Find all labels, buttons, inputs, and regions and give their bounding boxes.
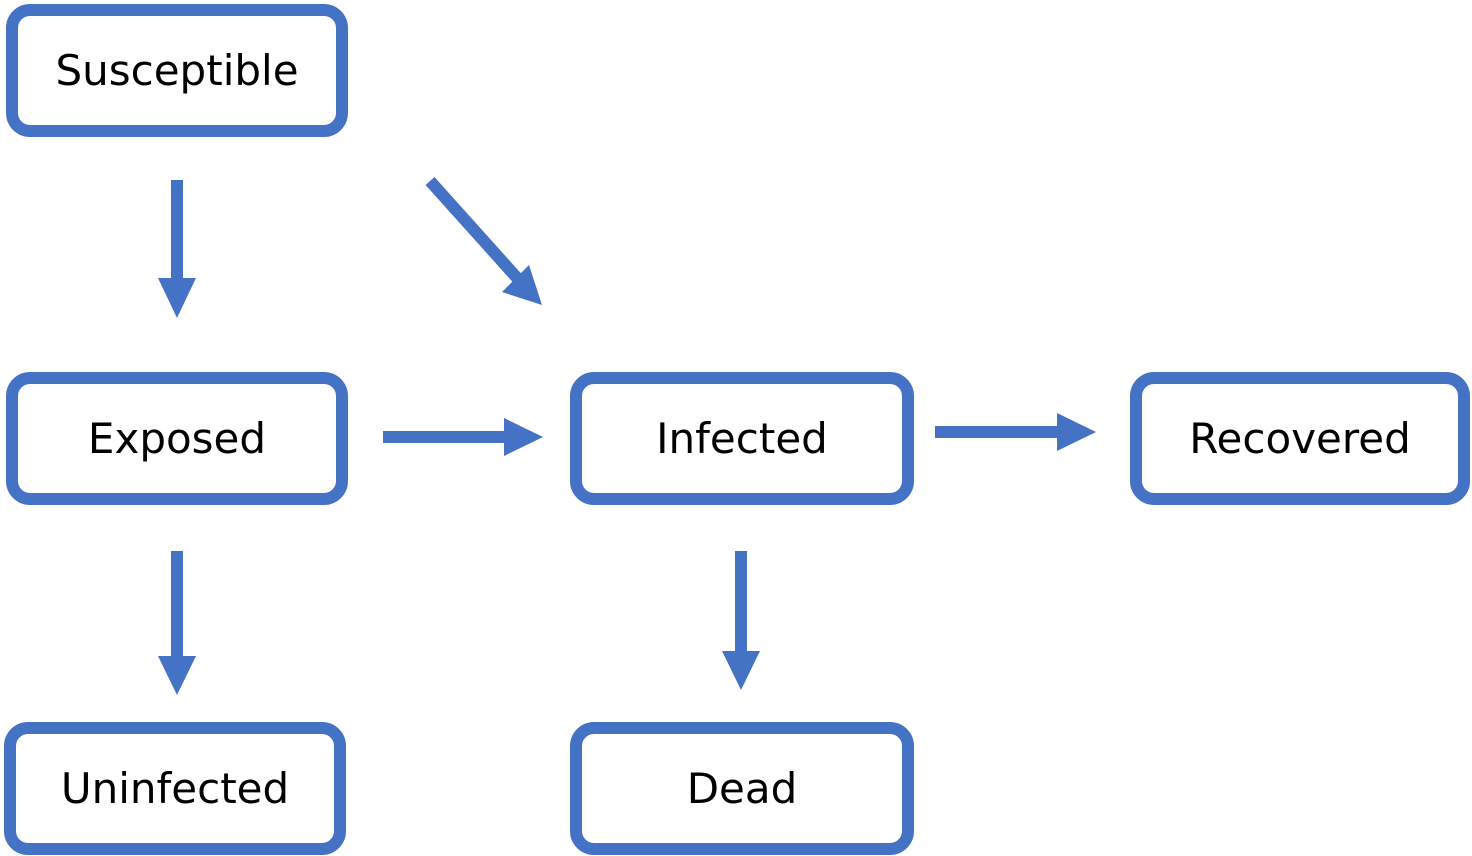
arrow-exposed-to-uninfected: [158, 551, 196, 695]
node-dead: Dead: [570, 722, 914, 855]
node-susceptible: Susceptible: [6, 4, 348, 137]
arrow-exposed-to-infected: [383, 418, 543, 456]
node-infected: Infected: [570, 372, 914, 505]
node-uninfected-label: Uninfected: [60, 764, 290, 813]
node-recovered: Recovered: [1130, 372, 1470, 505]
arrow-infected-to-dead: [722, 551, 760, 690]
node-dead-label: Dead: [686, 764, 798, 813]
arrow-susceptible-to-exposed: [158, 180, 196, 318]
node-susceptible-label: Susceptible: [55, 46, 299, 95]
node-infected-label: Infected: [656, 414, 828, 463]
arrow-susceptible-to-infected: [425, 176, 542, 305]
node-exposed: Exposed: [6, 372, 348, 505]
node-exposed-label: Exposed: [87, 414, 267, 463]
arrow-infected-to-recovered: [935, 413, 1096, 451]
node-uninfected: Uninfected: [4, 722, 346, 855]
node-recovered-label: Recovered: [1189, 414, 1411, 463]
